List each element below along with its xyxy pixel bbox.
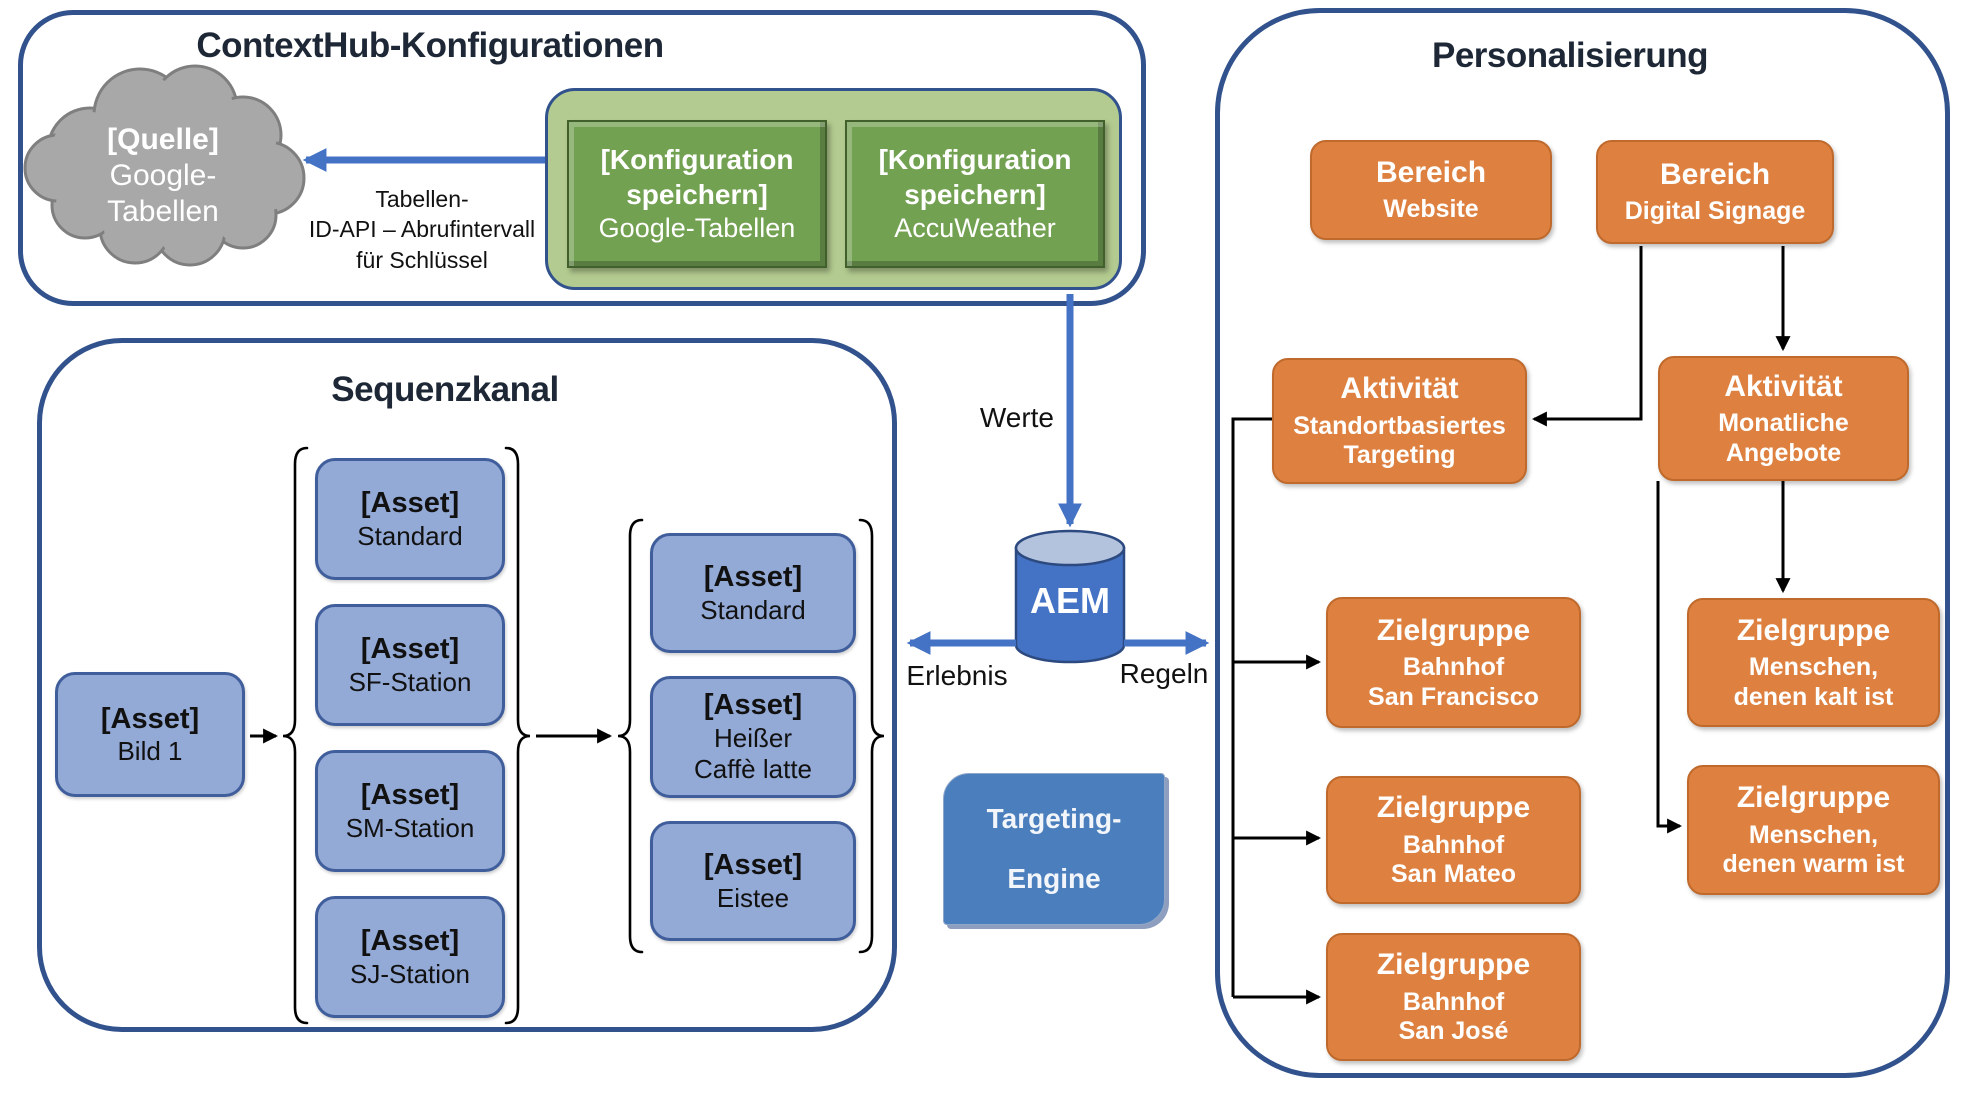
source-cloud-line1: [Quelle] <box>107 123 219 156</box>
asset-title: [Asset] <box>360 633 460 665</box>
box-line: Bahnhof <box>1402 830 1505 859</box>
asset-label: SF-Station <box>348 666 472 697</box>
bereich-digital-signage-box: Bereich Digital Signage <box>1596 140 1834 244</box>
box-line: San Francisco <box>1368 682 1539 711</box>
sequence-channel-title: Sequenzkanal <box>331 370 559 409</box>
box-title: Zielgruppe <box>1736 613 1891 647</box>
box-line: denen kalt ist <box>1733 682 1894 711</box>
config-box-line2: speichern] <box>904 179 1046 211</box>
targeting-engine-box: Targeting- Engine <box>943 773 1165 925</box>
aem-label: AEM <box>1030 580 1110 621</box>
box-line: Bahnhof <box>1402 987 1505 1016</box>
config-accuweather-box: [Konfiguration speichern] AccuWeather <box>845 120 1105 268</box>
config-google-sheets-box: [Konfiguration speichern] Google-Tabelle… <box>567 120 827 268</box>
erlebnis-label: Erlebnis <box>906 660 1008 691</box>
asset-label: Heißer <box>713 723 792 754</box>
asset-title: [Asset] <box>360 779 460 811</box>
asset-title: [Asset] <box>360 925 460 957</box>
asset-label: Bild 1 <box>117 736 183 767</box>
zielgruppe-warm-box: Zielgruppe Menschen, denen warm ist <box>1687 765 1940 895</box>
asset-title: [Asset] <box>703 849 803 881</box>
regeln-label: Regeln <box>1119 658 1209 689</box>
targeting-engine-line2: Engine <box>1007 863 1101 894</box>
fetch-arrow-label-line3: für Schlüssel <box>356 246 488 273</box>
asset-label: SJ-Station <box>350 958 470 989</box>
box-line: Digital Signage <box>1624 197 1806 226</box>
box-title: Bereich <box>1375 156 1487 190</box>
box-title: Aktivität <box>1340 372 1459 406</box>
asset-source-box: [Asset] Bild 1 <box>55 672 245 797</box>
config-box-line2: speichern] <box>626 179 768 211</box>
zielgruppe-san-jose-box: Zielgruppe Bahnhof San José <box>1326 933 1581 1061</box>
asset-eistee-box: [Asset] Eistee <box>650 821 856 941</box>
asset-label: Eistee <box>716 882 790 913</box>
aktivitaet-standort-box: Aktivität Standortbasiertes Targeting <box>1272 358 1527 484</box>
aktivitaet-monatlich-box: Aktivität Monatliche Angebote <box>1658 356 1909 481</box>
fetch-arrow-label-line2: ID-API – Abrufintervall <box>308 216 536 243</box>
source-cloud-label: [Quelle] Google- Tabellen <box>68 122 258 230</box>
fetch-arrow-label-line1: Tabellen- <box>375 186 469 212</box>
asset-label: Standard <box>700 594 806 625</box>
fetch-arrow-label: Tabellen- ID-API – Abrufintervall für Sc… <box>297 184 547 275</box>
asset-title: [Asset] <box>100 702 200 735</box>
box-title: Zielgruppe <box>1736 781 1891 815</box>
asset-sm-station-box: [Asset] SM-Station <box>315 750 505 872</box>
config-box-line1: [Konfiguration <box>600 144 794 176</box>
targeting-engine-line1: Targeting- <box>986 803 1122 835</box>
config-box-line3: AccuWeather <box>894 213 1056 244</box>
box-title: Zielgruppe <box>1376 791 1531 825</box>
box-line: Menschen, <box>1748 653 1879 682</box>
config-box-line1: [Konfiguration <box>878 144 1072 176</box>
contexthub-title: ContextHub-Konfigurationen <box>196 26 664 65</box>
asset-title: [Asset] <box>360 487 460 519</box>
asset-label: SM-Station <box>345 812 475 843</box>
asset-standard-box-2: [Asset] Standard <box>650 533 856 653</box>
box-line: Targeting <box>1343 441 1456 470</box>
box-title: Zielgruppe <box>1376 613 1531 647</box>
asset-label: Caffè latte <box>693 754 813 785</box>
box-line: Menschen, <box>1748 820 1879 849</box>
box-title: Bereich <box>1659 158 1771 192</box>
asset-caffe-latte-box: [Asset] Heißer Caffè latte <box>650 676 856 798</box>
zielgruppe-san-francisco-box: Zielgruppe Bahnhof San Francisco <box>1326 597 1581 728</box>
zielgruppe-san-mateo-box: Zielgruppe Bahnhof San Mateo <box>1326 776 1581 904</box>
asset-sf-station-box: [Asset] SF-Station <box>315 604 505 726</box>
asset-sj-station-box: [Asset] SJ-Station <box>315 896 505 1018</box>
asset-standard-box-1: [Asset] Standard <box>315 458 505 580</box>
source-cloud-line2: Google- <box>109 159 217 192</box>
asset-title: [Asset] <box>703 689 803 722</box>
asset-title: [Asset] <box>703 561 803 593</box>
box-line: Angebote <box>1725 438 1842 467</box>
box-line: San José <box>1398 1017 1509 1046</box>
bereich-website-box: Bereich Website <box>1310 140 1552 240</box>
asset-label: Standard <box>357 520 463 551</box>
box-title: Aktivität <box>1724 369 1843 403</box>
box-line: Standortbasiertes <box>1293 411 1506 440</box>
box-line: Website <box>1383 195 1479 224</box>
box-line: San Mateo <box>1390 860 1517 889</box>
werte-label: Werte <box>979 402 1054 433</box>
config-box-line3: Google-Tabellen <box>598 213 796 244</box>
box-line: Monatliche <box>1718 409 1849 438</box>
box-line: Bahnhof <box>1402 653 1505 682</box>
zielgruppe-kalt-box: Zielgruppe Menschen, denen kalt ist <box>1687 598 1940 727</box>
box-title: Zielgruppe <box>1376 948 1531 982</box>
personalization-title: Personalisierung <box>1432 36 1708 75</box>
box-line: denen warm ist <box>1722 850 1905 879</box>
source-cloud-line3: Tabellen <box>107 195 219 228</box>
